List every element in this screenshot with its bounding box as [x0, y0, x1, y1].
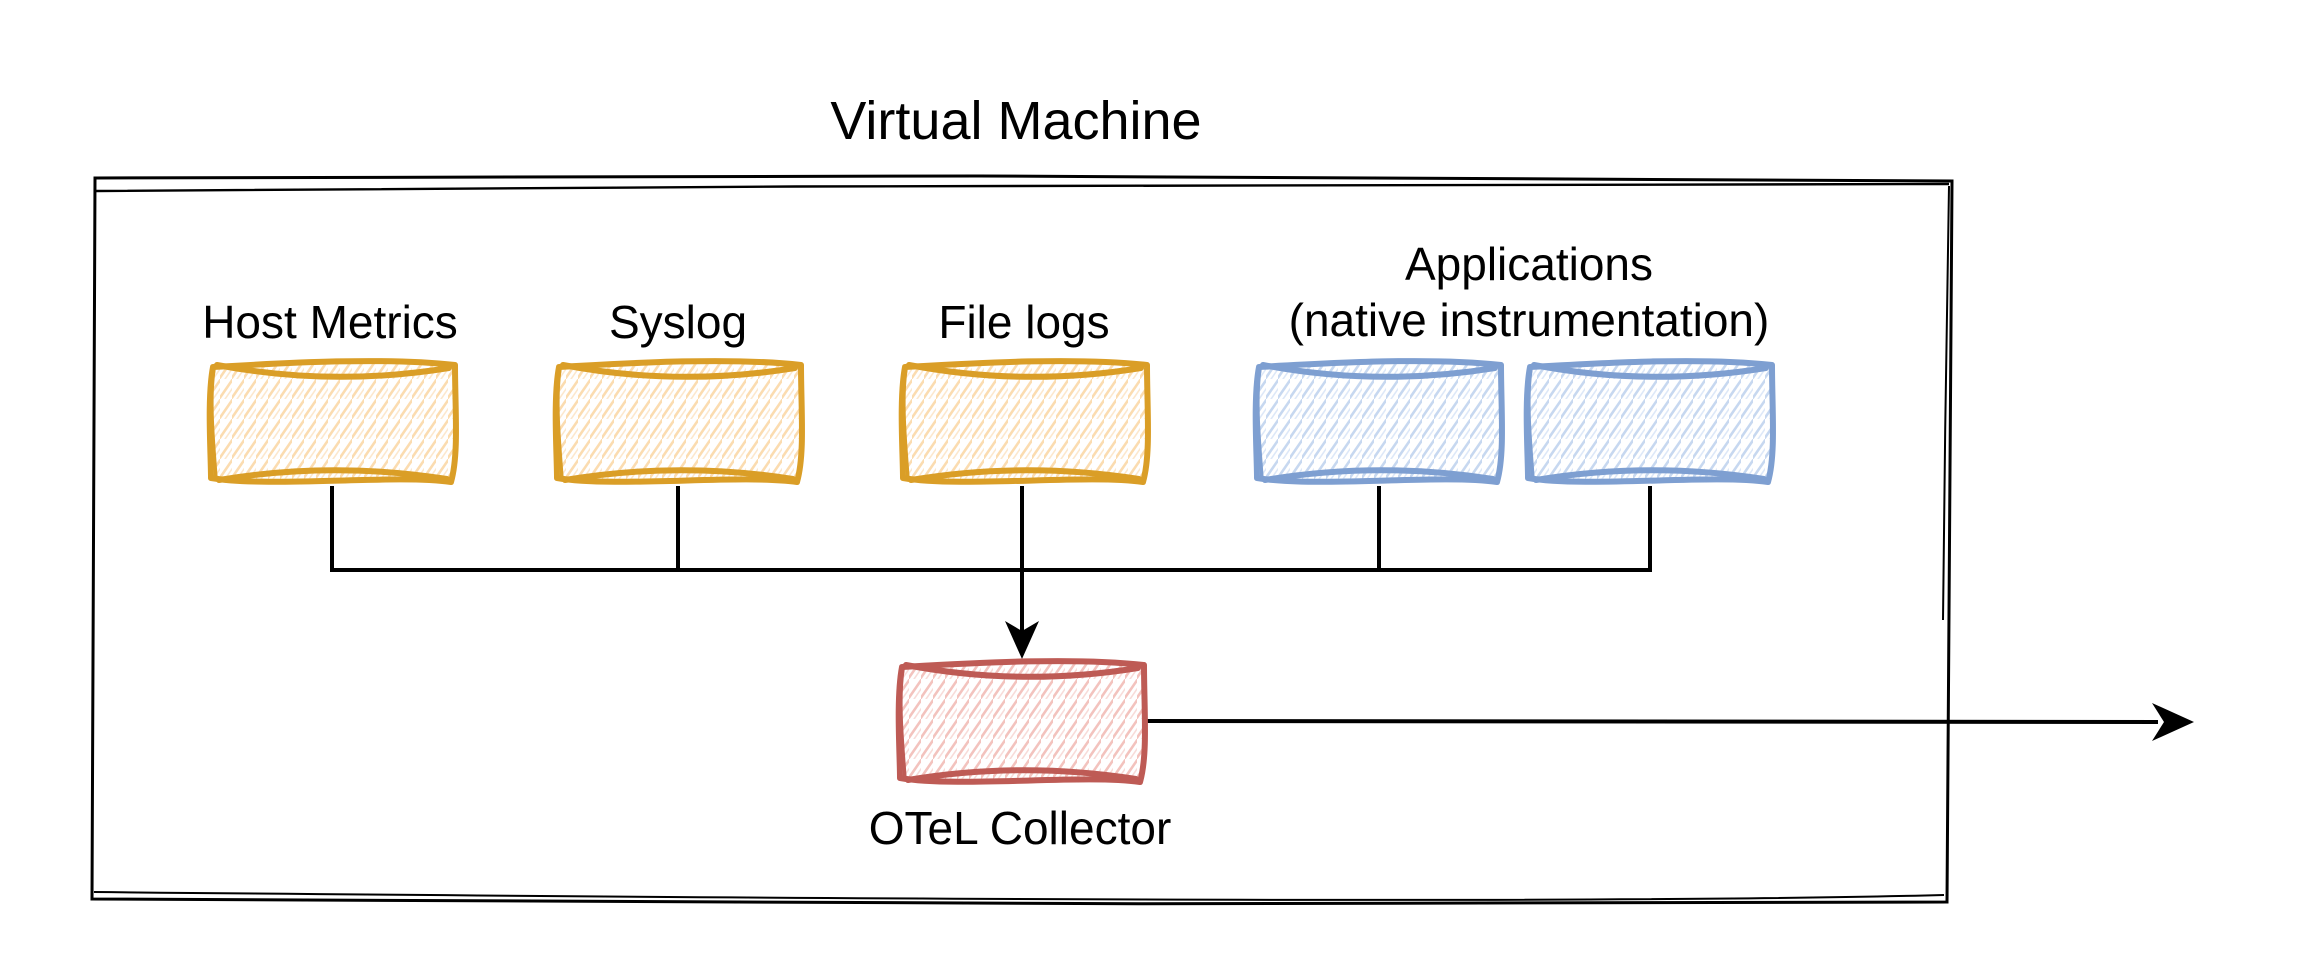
node-box-otel-collector	[899, 661, 1145, 782]
node-box-host-metrics	[210, 361, 456, 482]
vm-boundary	[90, 174, 1954, 906]
node-label-file-logs: File logs	[938, 296, 1110, 348]
arrow-to-collector	[1005, 486, 1039, 659]
node-label-applications: Applications (native instrumentation)	[1234, 236, 1824, 348]
node-box-application-1	[1256, 361, 1502, 482]
collector-output-arrow	[1144, 703, 2194, 741]
node-label-applications-line1: Applications	[1404, 238, 1654, 290]
node-label-otel-collector: OTeL Collector	[868, 802, 1172, 854]
node-box-file-logs	[902, 361, 1148, 482]
node-box-application-2	[1527, 361, 1773, 482]
connector-lines	[330, 486, 2194, 741]
node-label-applications-line2: (native instrumentation)	[1288, 294, 1770, 347]
node-label-syslog: Syslog	[608, 296, 748, 348]
node-label-host-metrics: Host Metrics	[202, 296, 458, 348]
diagram-title: Virtual Machine	[830, 91, 1202, 151]
node-box-syslog	[556, 361, 802, 482]
